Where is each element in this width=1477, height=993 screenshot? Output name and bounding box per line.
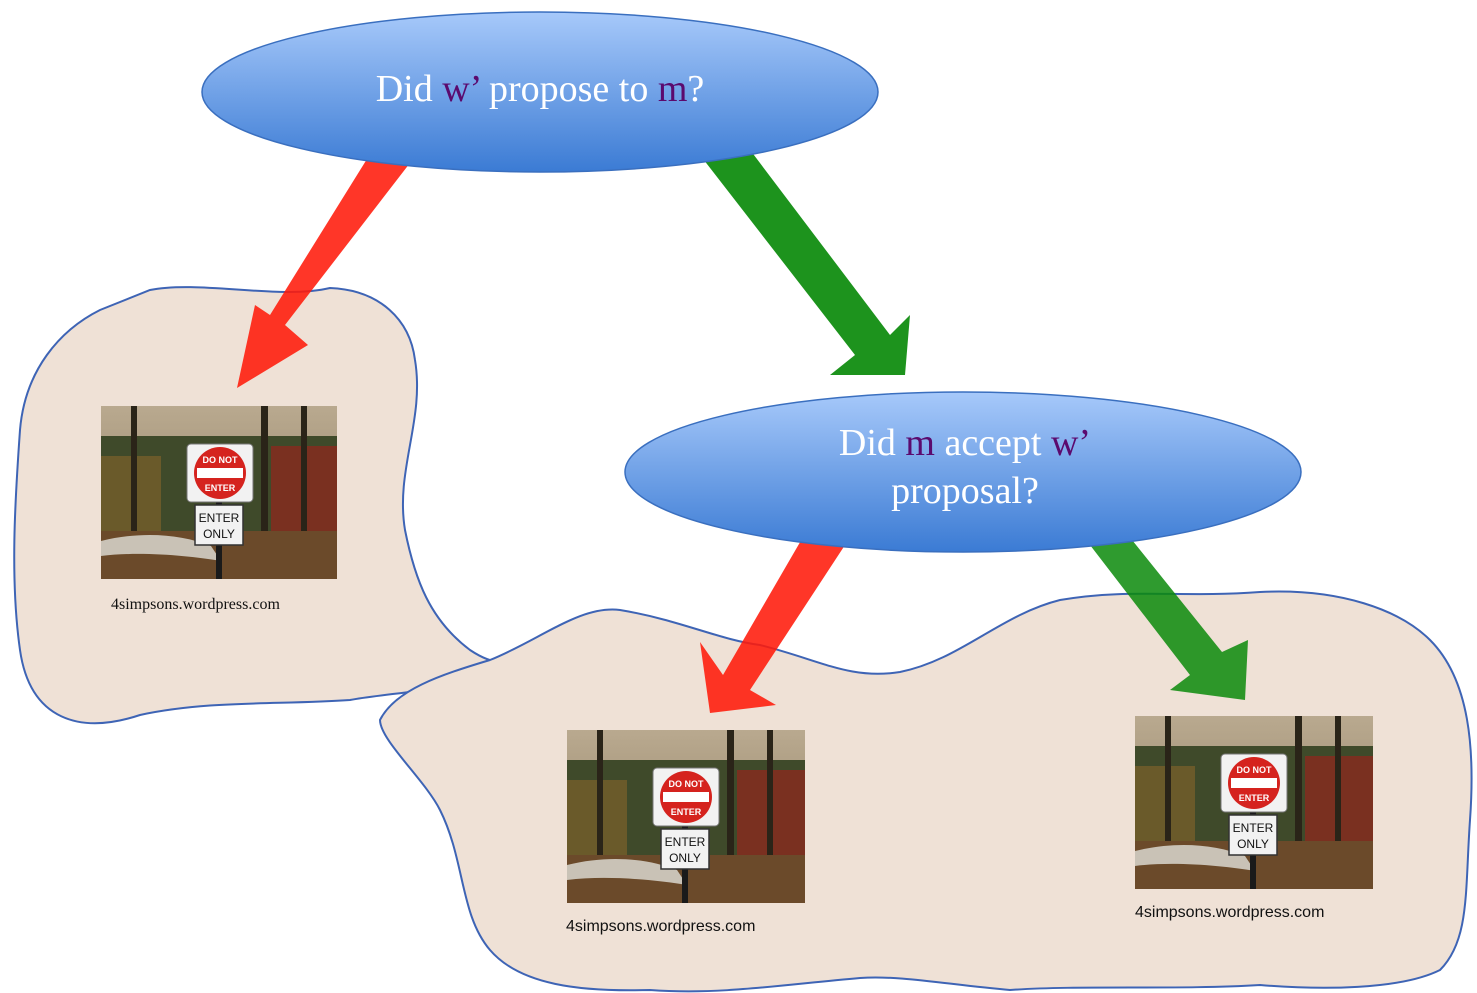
sign-do-not: DO NOT [669,779,705,789]
do-not-enter-photo-right: DO NOT ENTER ENTER ONLY [1135,716,1373,889]
arrow-no-top [237,130,420,388]
arrow-no-bottom [700,525,845,713]
sign-enter-line: ENTER [665,835,706,849]
question-oval-2 [624,391,1302,553]
variable-m: m [905,422,935,464]
sign-do-not: DO NOT [1237,765,1273,775]
arrow-yes-top [700,130,910,375]
sign-enter: ENTER [205,483,236,493]
sign-enter: ENTER [671,807,702,817]
question-2-line-1: Did m accept w’ [838,422,1092,464]
question-2-line-2: proposal? [891,469,1039,512]
question-oval-1 [201,11,879,173]
do-not-enter-photo-left: DO NOT ENTER ENTER ONLY [101,406,337,579]
variable-w-prime: w’ [442,68,480,110]
caption-right: 4simpsons.wordpress.com [1135,904,1325,921]
caption-left: 4simpsons.wordpress.com [111,596,280,613]
variable-m: m [657,68,688,110]
caption-middle: 4simpsons.wordpress.com [566,918,756,935]
sign-enter-line: ENTER [199,511,240,525]
arrow-yes-bottom [1090,525,1248,700]
sign-only-line: ONLY [203,527,235,541]
sign-do-not: DO NOT [203,455,239,465]
sign-enter-line: ENTER [1233,821,1274,835]
question-2-text: Did m accept w’ proposal? [655,420,1275,515]
sign-only-line: ONLY [669,851,701,865]
sign-only-line: ONLY [1237,837,1269,851]
do-not-enter-photo-middle: DO NOT ENTER ENTER ONLY [567,730,805,903]
question-1-text: Did w’ propose to m? [375,68,705,110]
sign-enter: ENTER [1239,793,1270,803]
variable-w-prime: w’ [1050,422,1092,464]
